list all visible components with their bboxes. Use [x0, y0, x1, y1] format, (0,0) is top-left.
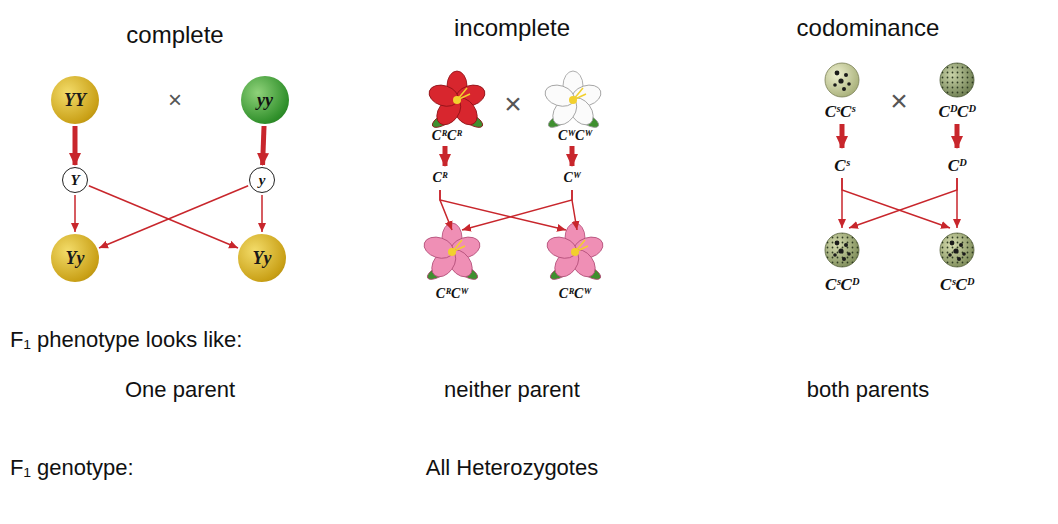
- dotted-seed: [940, 63, 974, 97]
- node-text: Y: [70, 172, 79, 189]
- genotype-text: All Heterozygotes: [426, 456, 598, 480]
- offspring-circle: Yy: [51, 234, 99, 282]
- spotted-dotted-seed: [825, 233, 859, 267]
- allele-label: Cᴰ: [948, 157, 967, 176]
- inheritance-arrow: [89, 186, 238, 248]
- pink-flower: [544, 223, 605, 282]
- arrow: [849, 178, 957, 228]
- inheritance-arrow: [73, 126, 78, 165]
- inheritance-arrow: [99, 186, 248, 248]
- parent-circle: yy: [241, 76, 289, 124]
- node-text: Yy: [66, 248, 85, 269]
- arrow: [842, 178, 950, 228]
- node-text: Yy: [253, 248, 272, 269]
- cross-symbol: ×: [168, 87, 182, 113]
- arrow: [462, 190, 572, 230]
- phenotype-text: neither parent: [444, 378, 580, 402]
- genotype-label: CᴰCᴰ: [938, 103, 975, 122]
- arrow: [440, 190, 452, 230]
- phenotype-text: One parent: [125, 378, 235, 402]
- arrow: [440, 190, 566, 230]
- genotype-label: CˢCᴰ: [825, 276, 859, 295]
- white-flower: [542, 71, 603, 130]
- arrow: [570, 146, 575, 166]
- allele-label: Cᴿ: [432, 170, 447, 185]
- cross-symbol: ×: [890, 84, 908, 117]
- row-heading: F₁ genotype:: [10, 456, 134, 480]
- node-text: y: [259, 172, 266, 189]
- spotted-seed: [825, 63, 859, 97]
- spotted-dotted-seed: [940, 233, 974, 267]
- parent-circle: YY: [51, 76, 99, 124]
- gamete-circle: y: [249, 167, 275, 193]
- phenotype-text: both parents: [807, 378, 929, 402]
- genotype-label: CᵂCᵂ: [558, 128, 592, 143]
- pink-flower: [421, 223, 482, 282]
- column-heading: complete: [126, 22, 223, 48]
- arrow: [956, 178, 958, 228]
- row-heading: F₁ phenotype looks like:: [10, 328, 242, 352]
- genotype-label: CˢCᴰ: [940, 276, 974, 295]
- inheritance-arrow: [74, 195, 76, 232]
- allele-label: Cˢ: [834, 157, 849, 176]
- node-text: YY: [64, 90, 86, 111]
- red-flower: [426, 71, 487, 130]
- arrow: [572, 190, 577, 230]
- arrow: [955, 124, 960, 148]
- column-heading: incomplete: [454, 15, 570, 41]
- genotype-label: CᴿCᵂ: [436, 286, 468, 301]
- arrow: [443, 146, 448, 166]
- allele-label: Cᵂ: [563, 170, 580, 185]
- node-text: yy: [257, 90, 273, 111]
- arrow: [840, 124, 845, 148]
- column-heading: codominance: [797, 15, 940, 41]
- genotype-label: CˢCˢ: [825, 103, 856, 122]
- genotype-label: CᴿCᵂ: [559, 286, 591, 301]
- gamete-circle: Y: [62, 167, 88, 193]
- genotype-label: CᴿCᴿ: [432, 128, 462, 143]
- inheritance-arrow: [261, 195, 263, 232]
- inheritance-arrow: [263, 126, 264, 165]
- cross-symbol: ×: [504, 87, 522, 120]
- offspring-circle: Yy: [238, 234, 286, 282]
